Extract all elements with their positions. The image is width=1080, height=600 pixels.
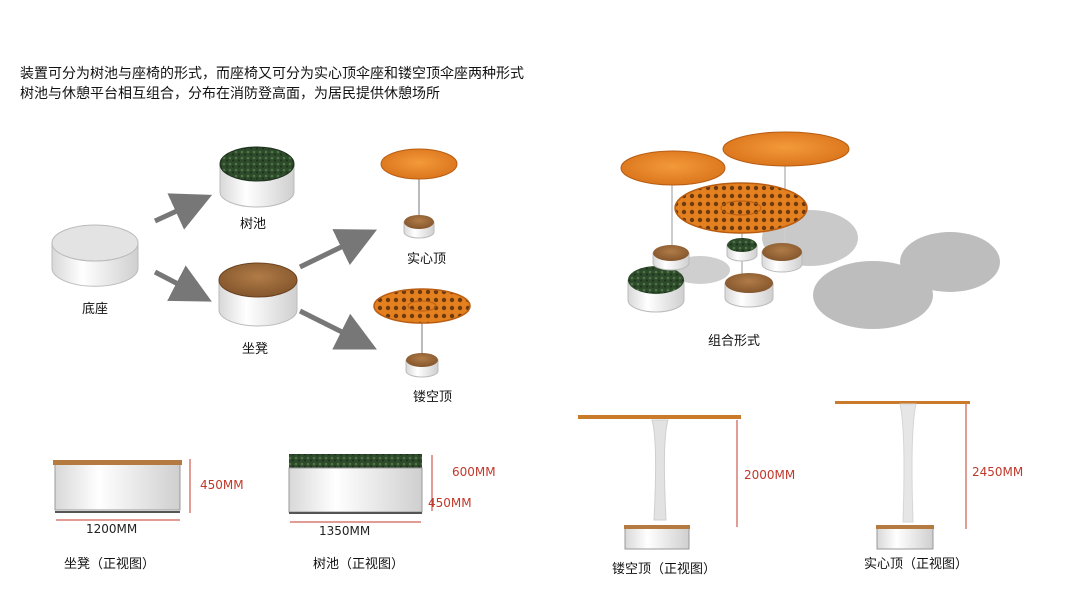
dim-solid-top-height: 2450MM [972, 465, 1024, 479]
arrow-to-hollow-top [298, 308, 377, 350]
label-hollow-top: 镂空顶 [413, 390, 453, 405]
solid-top-model [380, 148, 458, 239]
intro-text: 装置可分为树池与座椅的形式，而座椅又可分为实心顶伞座和镂空顶伞座两种形式 树池与… [20, 64, 524, 104]
stool-elevation [53, 459, 191, 521]
label-base: 底座 [82, 302, 109, 317]
tree-pool-elevation [288, 454, 433, 523]
label-tree-pool: 树池 [240, 217, 267, 232]
intro-line-2: 树池与休憩平台相互组合，分布在消防登高面，为居民提供休憩场所 [20, 86, 440, 102]
dim-tree-pool-total: 600MM [452, 465, 496, 479]
dim-tree-pool-base: 450MM [428, 496, 472, 510]
label-stool: 坐凳 [242, 342, 269, 357]
arrow-to-solid-top [298, 229, 377, 270]
hollow-top-elevation [578, 415, 741, 550]
intro-line-1: 装置可分为树池与座椅的形式，而座椅又可分为实心顶伞座和镂空顶伞座两种形式 [20, 66, 524, 82]
arrow-to-stool [153, 265, 212, 302]
label-combination: 组合形式 [708, 334, 761, 349]
dim-tree-pool-width: 1350MM [319, 524, 371, 538]
caption-solid-top-elevation: 实心顶（正视图） [864, 557, 969, 572]
hollow-top-model [373, 288, 471, 378]
caption-stool-elevation: 坐凳（正视图） [64, 557, 156, 572]
arrow-to-tree-pool [153, 193, 213, 230]
caption-tree-pool-elevation: 树池（正视图） [313, 557, 405, 572]
label-solid-top: 实心顶 [407, 252, 447, 267]
tree-pool-model [219, 146, 295, 208]
dim-stool-height: 450MM [200, 478, 244, 492]
base-cylinder [51, 224, 139, 287]
solid-top-elevation [835, 401, 970, 550]
caption-hollow-top-elevation: 镂空顶（正视图） [612, 562, 717, 577]
combination-model [620, 131, 1000, 329]
dim-hollow-top-height: 2000MM [744, 468, 796, 482]
dim-stool-width: 1200MM [86, 522, 138, 536]
stool-model [218, 262, 298, 327]
